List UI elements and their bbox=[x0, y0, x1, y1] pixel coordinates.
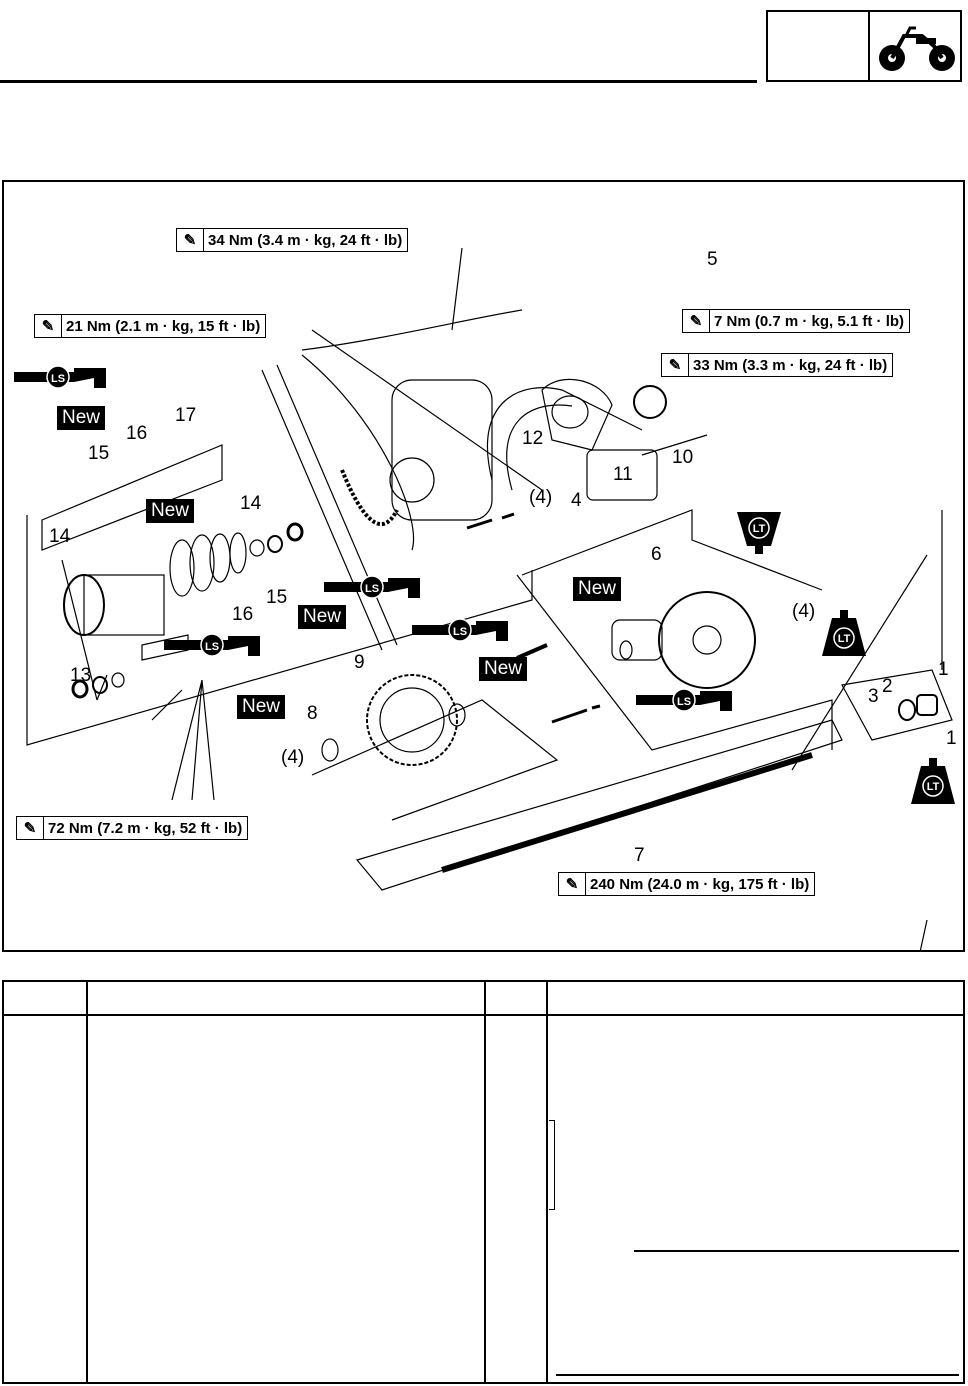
part-number: 4 bbox=[571, 490, 582, 511]
torque-label: 33 Nm (3.3 m · kg, 24 ft · lb) bbox=[693, 356, 888, 374]
part-number: 10 bbox=[672, 447, 694, 468]
svg-text:LT: LT bbox=[838, 633, 851, 645]
diagram-drawing bbox=[26, 247, 953, 952]
part-number: 15 bbox=[88, 443, 110, 464]
torque-label: 21 Nm (2.1 m · kg, 15 ft · lb) bbox=[66, 317, 261, 335]
new-badge: New bbox=[237, 695, 286, 719]
locktite-lt-icon: LT bbox=[737, 512, 781, 554]
torque-callout-34: ✎34 Nm (3.4 m · kg, 24 ft · lb) bbox=[176, 228, 409, 252]
torque-wrench-icon: ✎ bbox=[662, 354, 689, 376]
table-column-rule bbox=[546, 982, 548, 1382]
torque-label: 72 Nm (7.2 m · kg, 52 ft · lb) bbox=[48, 819, 243, 837]
new-badge: New bbox=[298, 605, 347, 629]
part-number: 14 bbox=[49, 526, 71, 547]
torque-wrench-icon: ✎ bbox=[177, 229, 204, 251]
table-column-rule bbox=[86, 982, 88, 1382]
rule-line bbox=[556, 1374, 959, 1376]
part-number: 15 bbox=[266, 587, 288, 608]
part-number: 2 bbox=[882, 676, 893, 697]
torque-callout-72: ✎72 Nm (7.2 m · kg, 52 ft · lb) bbox=[16, 816, 249, 840]
grease-ls-icon: LS bbox=[636, 688, 732, 712]
part-number: 3 bbox=[868, 686, 879, 707]
torque-wrench-icon: ✎ bbox=[683, 310, 710, 332]
part-number: 6 bbox=[651, 544, 662, 565]
parts-table bbox=[2, 980, 965, 1384]
svg-text:LS: LS bbox=[365, 583, 379, 595]
part-number: 12 bbox=[522, 428, 544, 449]
part-number: 1 bbox=[946, 728, 957, 749]
torque-callout-33: ✎33 Nm (3.3 m · kg, 24 ft · lb) bbox=[661, 353, 894, 377]
new-badge: New bbox=[479, 657, 528, 681]
rule-line bbox=[634, 1250, 959, 1252]
part-quantity: (4) bbox=[792, 601, 816, 622]
part-number: 17 bbox=[175, 405, 197, 426]
header-icon-box bbox=[766, 10, 962, 82]
table-column-rule bbox=[484, 982, 486, 1382]
new-badge: New bbox=[573, 577, 622, 601]
part-number: 1 bbox=[938, 659, 949, 680]
new-badge: New bbox=[57, 406, 106, 430]
torque-callout-7: ✎7 Nm (0.7 m · kg, 5.1 ft · lb) bbox=[682, 309, 911, 333]
part-number: 7 bbox=[634, 845, 645, 866]
new-badge: New bbox=[146, 499, 195, 523]
part-quantity: (4) bbox=[281, 747, 305, 768]
part-number: 14 bbox=[240, 493, 262, 514]
torque-wrench-icon: ✎ bbox=[17, 817, 44, 839]
part-number: 13 bbox=[70, 665, 92, 686]
torque-label: 34 Nm (3.4 m · kg, 24 ft · lb) bbox=[208, 231, 403, 249]
table-header-rule bbox=[4, 1014, 963, 1016]
svg-text:LS: LS bbox=[205, 641, 219, 653]
exploded-diagram: ✎34 Nm (3.4 m · kg, 24 ft · lb) ✎21 Nm (… bbox=[2, 180, 965, 952]
locktite-lt-icon: LT bbox=[911, 758, 955, 804]
part-quantity: (4) bbox=[529, 487, 553, 508]
part-number: 5 bbox=[707, 249, 718, 270]
grease-ls-icon: LS bbox=[412, 618, 508, 642]
svg-text:LT: LT bbox=[927, 781, 940, 793]
torque-label: 7 Nm (0.7 m · kg, 5.1 ft · lb) bbox=[714, 312, 905, 330]
svg-text:LS: LS bbox=[51, 373, 65, 385]
torque-wrench-icon: ✎ bbox=[35, 315, 62, 337]
atv-icon bbox=[879, 26, 955, 71]
svg-text:LS: LS bbox=[677, 696, 691, 708]
locktite-lt-icon: LT bbox=[822, 610, 866, 656]
torque-wrench-icon: ✎ bbox=[559, 873, 586, 895]
part-number: 9 bbox=[354, 652, 365, 673]
part-number: 16 bbox=[232, 604, 254, 625]
part-number: 11 bbox=[613, 464, 633, 485]
svg-text:LS: LS bbox=[453, 626, 467, 638]
grease-ls-icon: LS bbox=[164, 633, 260, 657]
part-number: 8 bbox=[307, 703, 318, 724]
torque-callout-21: ✎21 Nm (2.1 m · kg, 15 ft · lb) bbox=[34, 314, 267, 338]
bracket-mark bbox=[549, 1120, 555, 1210]
grease-ls-icon: LS bbox=[324, 575, 420, 599]
part-number: 16 bbox=[126, 423, 148, 444]
svg-text:LT: LT bbox=[753, 523, 766, 535]
torque-callout-240: ✎240 Nm (24.0 m · kg, 175 ft · lb) bbox=[558, 872, 816, 896]
grease-ls-icon: LS bbox=[14, 365, 106, 389]
torque-label: 240 Nm (24.0 m · kg, 175 ft · lb) bbox=[590, 875, 810, 893]
header-rule bbox=[0, 80, 757, 83]
